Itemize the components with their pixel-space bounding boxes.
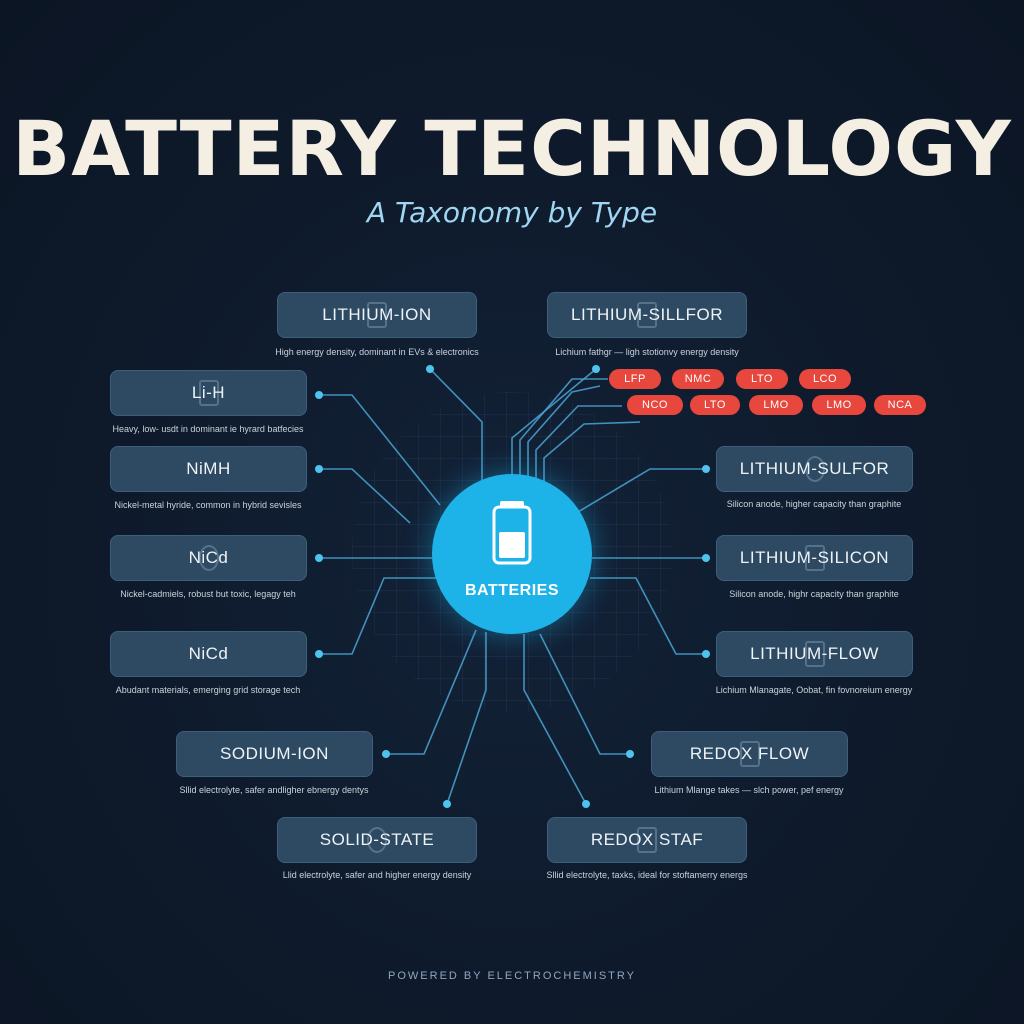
endpoint-dot bbox=[426, 365, 434, 373]
node-description: Silicon anode, highr capacity than graph… bbox=[729, 589, 899, 599]
node-label: LITHIUM-ION bbox=[322, 305, 432, 324]
endpoint-dot bbox=[382, 750, 390, 758]
node-description: Abudant materials, emerging grid storage… bbox=[115, 685, 301, 695]
node-label: NiMH bbox=[186, 459, 231, 478]
node-redox-staf[interactable]: REDOX STAF bbox=[547, 817, 747, 863]
connector-nimh bbox=[319, 468, 411, 524]
lightning-icon bbox=[198, 380, 219, 406]
connector-lithium-flow bbox=[590, 577, 706, 655]
node-description: Nickel-cadmiels, robust but toxic, legag… bbox=[120, 589, 296, 599]
node-label: NiCd bbox=[188, 644, 229, 663]
node-lithium-flow[interactable]: LITHIUM-FLOW bbox=[716, 631, 913, 677]
endpoint-dot bbox=[315, 650, 323, 658]
battery-cell-icon bbox=[804, 545, 825, 571]
node-description: Nickel-metal hyride, common in hybrid se… bbox=[114, 500, 302, 510]
node-sodium-ion[interactable]: SODIUM-ION bbox=[176, 731, 373, 777]
chemistry-pill-lmo[interactable]: LMO bbox=[812, 395, 866, 415]
node-label: NiCd bbox=[188, 548, 229, 567]
endpoint-dot bbox=[315, 391, 323, 399]
node-description: Heavy, low- usdt in dominant ie hyrard b… bbox=[112, 424, 304, 434]
connector-pills-row2 bbox=[535, 405, 622, 478]
chemistry-pill-nco[interactable]: NCO bbox=[627, 395, 683, 415]
node-solid-state[interactable]: SOLID-STATE bbox=[277, 817, 477, 863]
endpoint-dot bbox=[315, 554, 323, 562]
chemistry-pill-nmc[interactable]: NMC bbox=[672, 369, 724, 389]
connector-redox-staf bbox=[523, 634, 587, 805]
node-description: Sllid electrolyte, safer andligher ebner… bbox=[179, 785, 369, 795]
chemistry-pill-nca[interactable]: NCA bbox=[874, 395, 926, 415]
node-nicd[interactable]: NiCd bbox=[110, 631, 307, 677]
node-description: High energy density, dominant in EVs & e… bbox=[275, 347, 479, 357]
node-redox-flow[interactable]: REDOX FLOW bbox=[651, 731, 848, 777]
node-label: REDOX FLOW bbox=[689, 744, 810, 763]
battery-icon bbox=[804, 641, 825, 667]
node-lithium-sillfor[interactable]: LITHIUM-SILLFOR bbox=[547, 292, 747, 338]
battery-icon bbox=[367, 302, 387, 328]
hub-label: BATTERIES bbox=[465, 582, 559, 599]
node-nimh[interactable]: NiMH bbox=[110, 446, 307, 492]
connector-pills-row1b bbox=[527, 385, 601, 476]
node-lithium-sulfor[interactable]: LITHIUM-SULFOR bbox=[716, 446, 913, 492]
connector-pills-row2b bbox=[543, 421, 641, 482]
connector-lithium-sulfor bbox=[577, 468, 706, 513]
cycle-icon bbox=[367, 827, 387, 853]
endpoint-dot bbox=[592, 365, 600, 373]
node-label: REDOX STAF bbox=[590, 830, 704, 849]
endpoint-dot bbox=[582, 800, 590, 808]
hourglass-icon bbox=[637, 302, 657, 328]
battery-icon bbox=[492, 501, 532, 565]
node-description: Sllid electrolyte, taxks, ideal for stof… bbox=[546, 870, 748, 880]
endpoint-dot bbox=[702, 465, 710, 473]
node-description: Llid electrolyte, safer and higher energ… bbox=[282, 870, 472, 880]
node-nicd[interactable]: NiCd bbox=[110, 535, 307, 581]
node-label: LITHIUM-SILICON bbox=[739, 548, 890, 567]
endpoint-dot bbox=[702, 650, 710, 658]
recycle-icon bbox=[198, 545, 219, 571]
connector-li-h bbox=[319, 394, 441, 506]
connector-redox-flow bbox=[539, 633, 630, 755]
battery-icon bbox=[739, 741, 760, 767]
page-subtitle: A Taxonomy by Type bbox=[366, 196, 658, 229]
node-label: LITHIUM-SILLFOR bbox=[570, 305, 724, 324]
layers-icon bbox=[637, 827, 657, 853]
node-description: Silicon anode, higher capacity than grap… bbox=[726, 499, 902, 509]
endpoint-dot bbox=[626, 750, 634, 758]
chemistry-pill-lfp[interactable]: LFP bbox=[609, 369, 661, 389]
footer-credit: POWERED BY ELECTROCHEMISTRY bbox=[388, 970, 636, 982]
chemistry-pill-lto[interactable]: LTO bbox=[690, 395, 740, 415]
chemistry-pill-lmo[interactable]: LMO bbox=[749, 395, 803, 415]
node-description: Lichium Mlanagate, Oobat, fin fovnoreium… bbox=[715, 685, 913, 695]
node-label: Li-H bbox=[191, 383, 226, 402]
connector-nicd-2 bbox=[319, 577, 436, 655]
connector-sodium-ion bbox=[386, 629, 477, 755]
connector-lithium-ion bbox=[429, 368, 483, 480]
node-label: SODIUM-ION bbox=[220, 744, 329, 763]
node-description: Lichium fathgr — ligh stotionvy energy d… bbox=[555, 347, 739, 357]
cycle-icon bbox=[804, 456, 825, 482]
connector-solid-state bbox=[446, 632, 487, 805]
connector-pills-row1 bbox=[519, 378, 608, 476]
page-title: BATTERY TECHNOLOGY bbox=[12, 104, 1012, 193]
endpoint-dot bbox=[315, 465, 323, 473]
node-lithium-ion[interactable]: LITHIUM-ION bbox=[277, 292, 477, 338]
node-description: Lithium Mlange takes — slch power, pef e… bbox=[654, 785, 844, 795]
endpoint-dot bbox=[702, 554, 710, 562]
hub-batteries[interactable]: BATTERIES bbox=[432, 474, 592, 634]
node-label: SOLID-STATE bbox=[319, 830, 435, 849]
node-li-h[interactable]: Li-H bbox=[110, 370, 307, 416]
chemistry-pill-lto[interactable]: LTO bbox=[736, 369, 788, 389]
node-lithium-silicon[interactable]: LITHIUM-SILICON bbox=[716, 535, 913, 581]
connector-lithium-sillfor bbox=[511, 368, 597, 476]
node-label: LITHIUM-FLOW bbox=[750, 644, 879, 663]
endpoint-dot bbox=[443, 800, 451, 808]
node-label: LITHIUM-SULFOR bbox=[739, 459, 890, 478]
chemistry-pill-lco[interactable]: LCO bbox=[799, 369, 851, 389]
